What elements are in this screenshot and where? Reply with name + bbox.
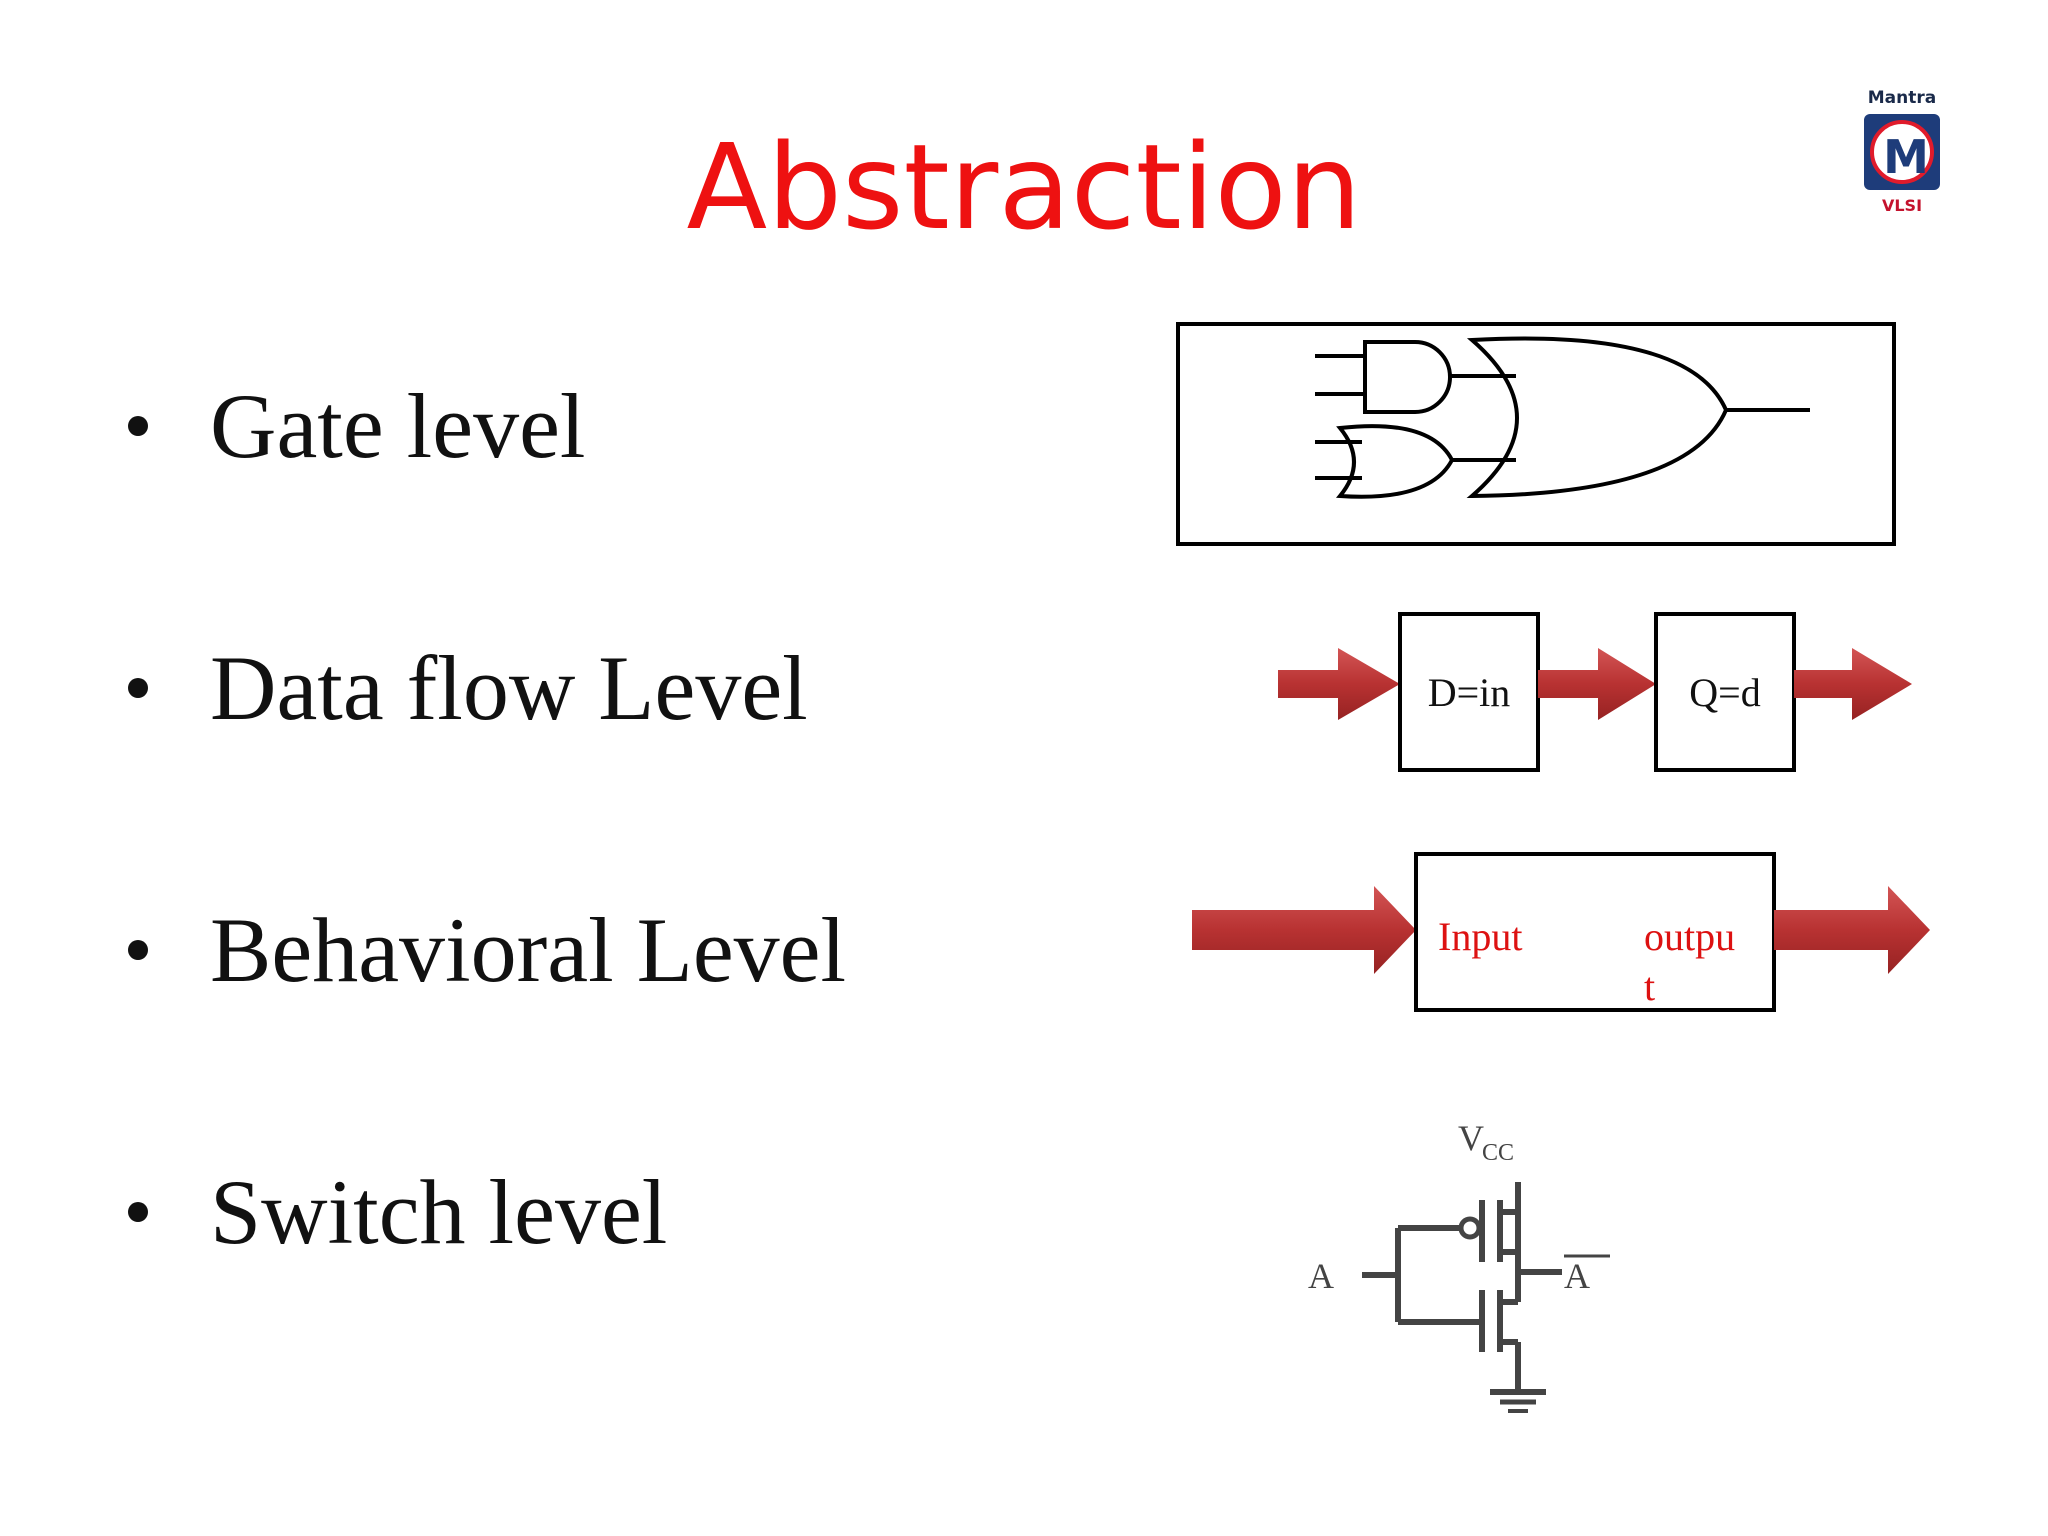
bullet-dot (128, 1202, 148, 1222)
gate-diagram-frame (1176, 322, 1896, 546)
small-or-gate (1335, 424, 1455, 499)
mantra-vlsi-logo: Mantra M VLSI (1850, 84, 1954, 224)
bullet-dot (128, 678, 148, 698)
bullet-data-flow-level: Data flow Level (120, 642, 808, 734)
dataflow-block-2 (1654, 612, 1796, 772)
bullet-text: Switch level (210, 1161, 668, 1263)
dataflow-arrow-out (1794, 648, 1912, 720)
logo-letter: M (1883, 130, 1929, 184)
input-label: A (1308, 1256, 1334, 1296)
and-gate (1363, 340, 1452, 414)
slide-title: Abstraction (686, 118, 1362, 256)
bullet-dot (128, 940, 148, 960)
bullet-text: Data flow Level (210, 637, 808, 739)
dataflow-arrow-mid (1538, 648, 1656, 720)
switch-level-diagram: V CC A A (1308, 1120, 1610, 1413)
vcc-label: V (1458, 1120, 1484, 1158)
gate-level-diagram (1176, 322, 1896, 546)
logo-bottom-text: VLSI (1881, 196, 1923, 215)
dataflow-block-1-label: D=in (1428, 670, 1511, 715)
behavioral-arrow-in (1192, 886, 1416, 974)
vcc-sub-label: CC (1482, 1140, 1514, 1166)
logo-badge: M (1864, 114, 1940, 190)
data-flow-diagram: D=in Q=d (1278, 612, 1912, 772)
behavioral-input-label: Input (1438, 914, 1522, 959)
behavioral-arrow-out (1774, 886, 1930, 974)
bullet-text: Gate level (210, 375, 586, 477)
big-or-gate (1466, 336, 1729, 499)
bullet-behavioral-level: Behavioral Level (120, 904, 846, 996)
bullet-text: Behavioral Level (210, 899, 847, 1001)
behavioral-diagram: Input outpu t (1192, 852, 1930, 1012)
output-label: A (1564, 1256, 1590, 1296)
behavioral-output-label: outpu (1644, 914, 1735, 959)
pmos-bubble (1458, 1216, 1482, 1240)
dataflow-arrow-in (1278, 648, 1400, 720)
logo-ring: M (1870, 120, 1934, 184)
bullet-dot (128, 416, 148, 436)
dataflow-block-2-label: Q=d (1689, 670, 1760, 715)
bullet-gate-level: Gate level (120, 380, 585, 472)
bullet-switch-level: Switch level (120, 1166, 667, 1258)
logo-top-text: Mantra (1867, 88, 1937, 108)
bullet-list: Gate level Data flow Level Behavioral Le… (120, 380, 846, 1258)
behavioral-block (1414, 852, 1776, 1012)
behavioral-output-label-wrap: t (1644, 964, 1655, 1009)
